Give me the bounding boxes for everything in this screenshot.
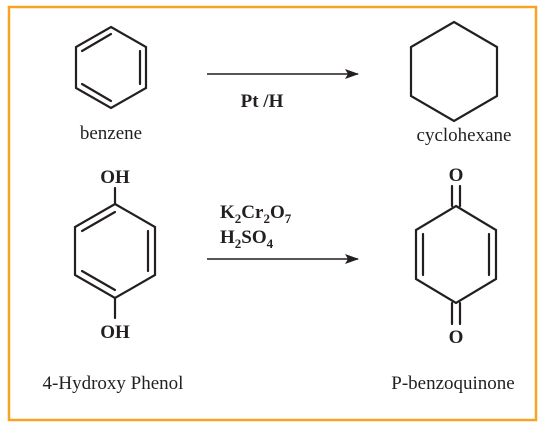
benzene-structure: [74, 25, 148, 110]
benzene-label: benzene: [80, 123, 142, 144]
hydroxy-phenol-label: 4-Hydroxy Phenol: [43, 373, 184, 394]
carbonyl-bottom-label: O: [449, 327, 464, 348]
benzoquinone-structure: [414, 184, 498, 326]
hydrogenation-conditions: Pt /H: [241, 91, 284, 112]
oxidant-reagent-1: K2Cr2O7: [220, 202, 292, 226]
carbonyl-top-label: O: [449, 165, 464, 186]
hydroxyl-bottom-label: OH: [100, 322, 130, 343]
hydroxy-phenol-structure: [73, 186, 157, 320]
hydroxyl-top-label: OH: [100, 167, 130, 188]
benzoquinone-label: P-benzoquinone: [391, 373, 514, 394]
frame-border: [7, 5, 538, 422]
cyclohexane-structure: [409, 20, 499, 123]
cyclohexane-label: cyclohexane: [417, 125, 512, 146]
oxidant-reagent-2: H2SO4: [220, 227, 274, 251]
